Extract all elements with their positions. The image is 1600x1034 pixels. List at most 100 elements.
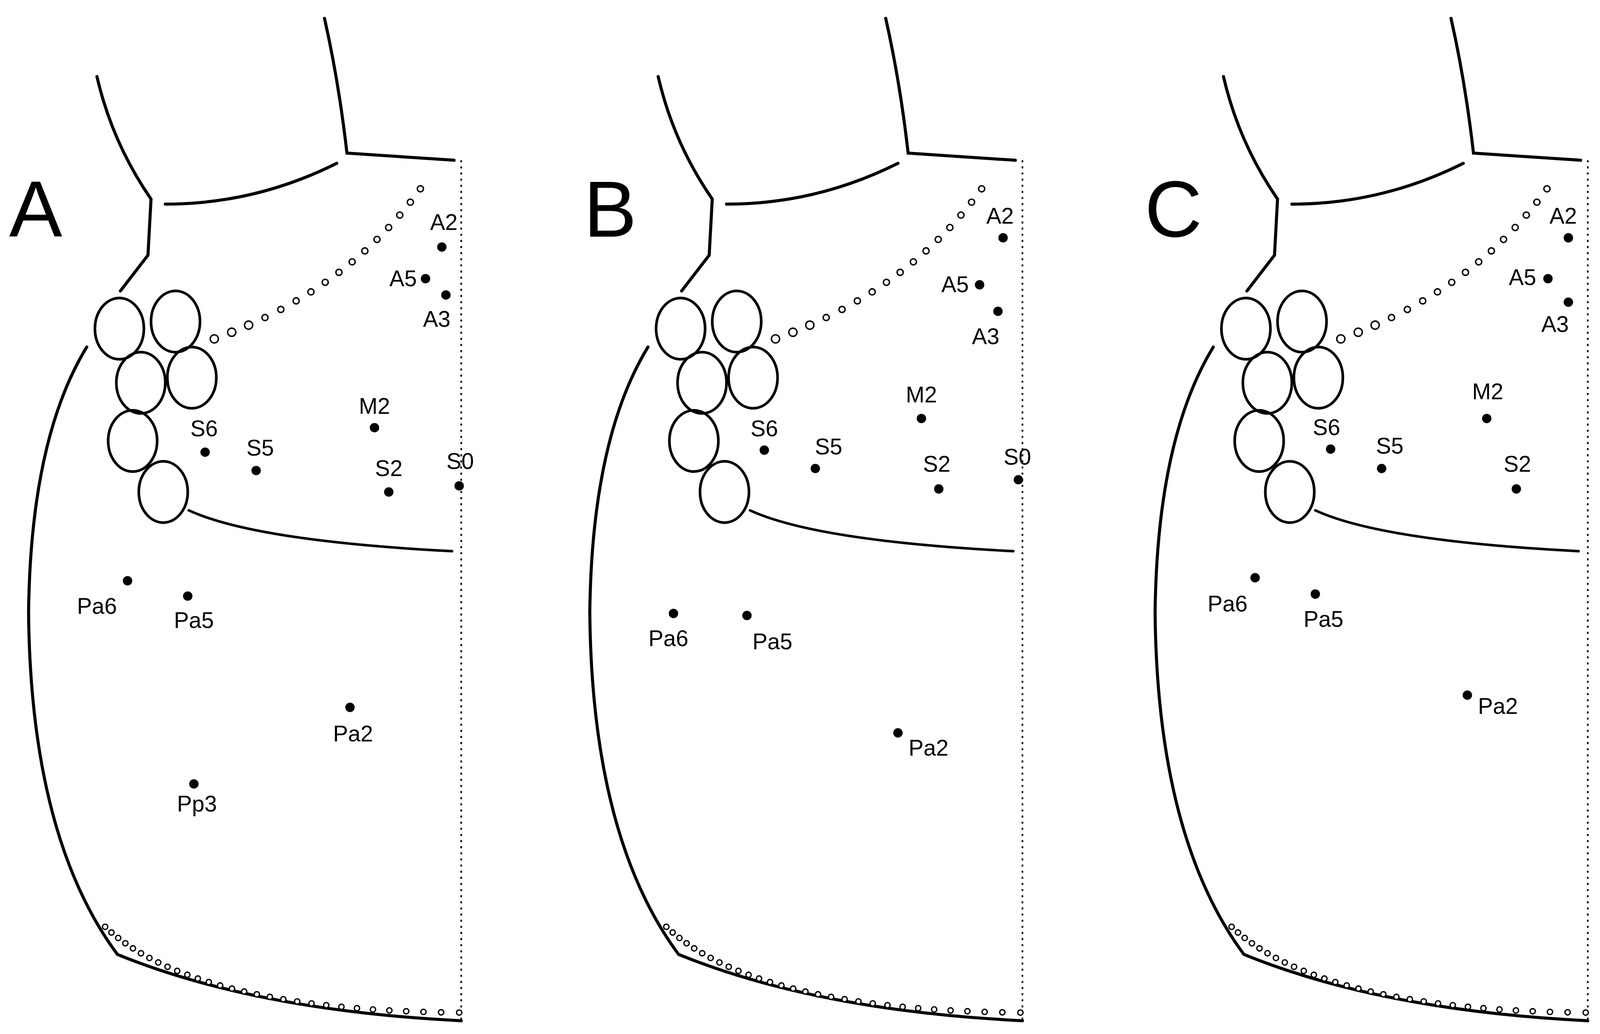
margin-dot — [699, 950, 705, 956]
margin-dot — [778, 982, 784, 988]
margin-dot — [229, 985, 235, 991]
margin-dot — [1435, 1000, 1441, 1006]
margin-dot — [999, 1009, 1005, 1015]
seta-dot — [122, 575, 133, 586]
suture-dot — [374, 236, 381, 243]
suture-dot — [1475, 258, 1482, 265]
suture-dot — [838, 306, 846, 313]
suture-dot — [1488, 247, 1495, 254]
seta-label: S2 — [922, 453, 951, 476]
margin-dot — [707, 955, 713, 961]
suture-dot — [1523, 211, 1530, 219]
suture-dot — [805, 320, 815, 330]
suture-dot — [1543, 185, 1550, 193]
margin-dot — [323, 1002, 329, 1008]
seta-dot — [1325, 444, 1336, 454]
seta-label: Pa2 — [1477, 694, 1518, 718]
margin-dot — [683, 940, 689, 946]
outline — [1223, 76, 1278, 291]
suture-dot — [1404, 306, 1411, 313]
margin-dot — [338, 1003, 344, 1010]
margin-dot — [456, 1009, 462, 1015]
panel-letter: B — [583, 169, 637, 249]
margin-dot — [164, 964, 171, 970]
margin-dot — [676, 935, 682, 941]
margin-dot — [1380, 991, 1386, 997]
seta-label: Pa5 — [752, 630, 793, 654]
suture-dot — [1448, 279, 1456, 286]
margin-dot — [855, 998, 862, 1004]
seta-label: S5 — [246, 436, 275, 460]
seta-dot — [974, 279, 985, 290]
margin-dot — [217, 982, 223, 988]
suture-dot — [385, 224, 392, 231]
suture-dot — [957, 211, 965, 219]
outline — [589, 346, 1023, 1021]
margin-dot — [1282, 959, 1288, 965]
seta-dot — [1250, 572, 1260, 583]
seta-label: S5 — [814, 435, 843, 459]
margin-dot — [1301, 968, 1307, 974]
stemma — [1221, 298, 1271, 360]
stemma — [116, 351, 165, 414]
suture-dot — [869, 288, 876, 295]
suture-dot — [978, 185, 986, 193]
margin-dot — [1017, 1009, 1023, 1015]
seta-label: M2 — [905, 383, 938, 407]
seta-label: A5 — [389, 267, 417, 290]
suture-dot — [244, 320, 253, 330]
margin-dot — [115, 935, 121, 941]
suture-dot — [771, 334, 780, 343]
seta-dot — [1376, 463, 1387, 474]
suture-dot — [1419, 297, 1426, 304]
suture-dot — [946, 224, 954, 231]
suture-dot — [854, 297, 861, 304]
suture-dot — [922, 247, 930, 254]
suture-dot — [322, 279, 329, 286]
seta-dot — [893, 727, 903, 738]
seta-label: S0 — [1003, 446, 1032, 469]
margin-dot — [1344, 982, 1350, 988]
suture-dot — [910, 258, 917, 265]
margin-dot — [280, 996, 286, 1002]
stemma — [94, 298, 144, 360]
margin-dot — [1242, 935, 1248, 941]
suture-dot — [968, 199, 975, 206]
margin-dot — [790, 985, 796, 991]
margin-dot — [1273, 955, 1279, 961]
suture-dot — [292, 297, 300, 304]
stemma — [167, 346, 217, 409]
head-capsule — [28, 18, 462, 1021]
stemma — [677, 351, 727, 414]
seta-dot — [993, 306, 1003, 317]
seta-dot — [668, 608, 679, 619]
seta-dot — [251, 465, 262, 476]
suture-dot — [788, 327, 798, 337]
seta-label: Pa6 — [76, 594, 117, 618]
midline — [1587, 160, 1589, 1021]
suture-dot — [261, 314, 269, 321]
margin-dot — [1421, 998, 1427, 1004]
margin-dot — [1496, 1006, 1502, 1012]
outline — [1315, 510, 1579, 552]
margin-dot — [931, 1006, 937, 1012]
margin-dot — [1249, 940, 1255, 946]
seta-label: A3 — [972, 325, 1000, 349]
margin-dot — [130, 945, 136, 951]
margin-dot — [756, 975, 762, 981]
seta-label: A3 — [1541, 313, 1569, 336]
margin-dot — [1513, 1007, 1519, 1013]
stemma — [728, 346, 778, 409]
stemma — [656, 298, 706, 360]
outline — [28, 346, 462, 1021]
margin-dot — [915, 1005, 921, 1011]
head-capsule — [1155, 18, 1589, 1021]
margin-dot — [841, 996, 847, 1002]
margin-dot — [267, 994, 273, 1000]
margin-dot — [1311, 972, 1317, 978]
seta-label: S6 — [190, 417, 218, 440]
stemma — [1293, 346, 1343, 409]
margin-dot — [1332, 979, 1338, 985]
margin-dot — [735, 968, 741, 974]
seta-label: Pa5 — [1303, 608, 1344, 631]
